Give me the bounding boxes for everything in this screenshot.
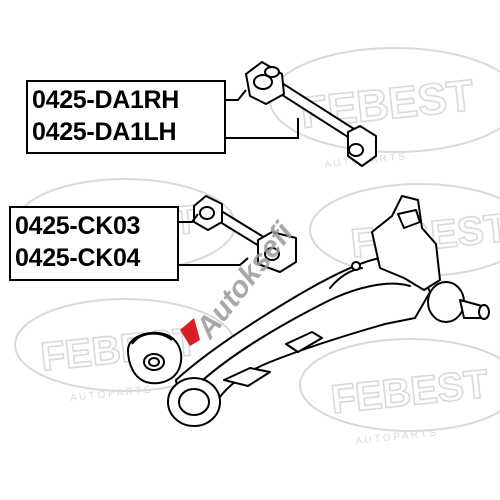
watermark-brand-top: FEBEST [298,71,476,138]
leader-lines-lower [179,213,249,266]
part-number-box-lower: 0425-CK03 0425-CK04 [9,206,179,281]
part-number-da1lh: 0425-DA1LH [32,118,177,146]
part-number-da1rh: 0425-DA1RH [32,86,180,114]
autoksefi-red-chevron [180,318,200,346]
bushing [126,331,183,385]
upper-lateral-link [245,61,377,167]
watermark-brand-bottom-right: FEBEST [329,362,491,422]
trailing-arm [167,195,490,427]
part-number-box-upper: 0425-DA1RH 0425-DA1LH [26,80,226,154]
part-number-ck03: 0425-CK03 [15,212,141,240]
part-number-ck04: 0425-CK04 [15,244,141,272]
lower-lateral-link [193,195,297,273]
leader-lines-upper [226,89,299,139]
